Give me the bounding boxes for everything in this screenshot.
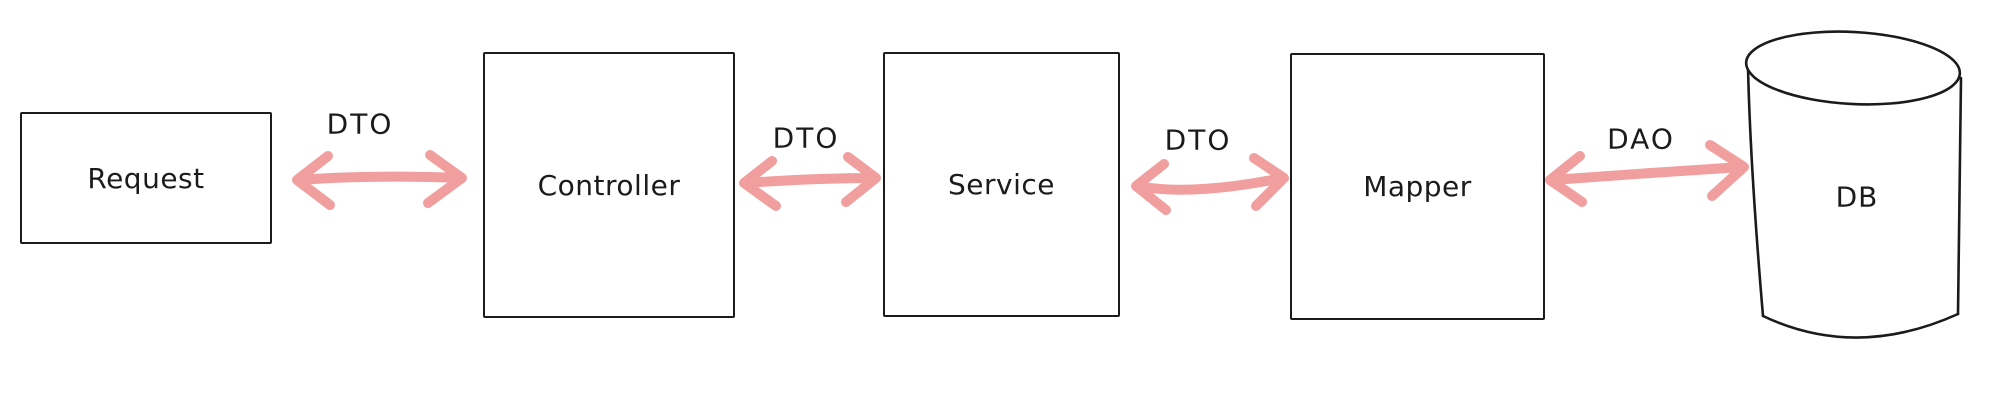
arrow-request-controller[interactable] bbox=[288, 150, 470, 210]
arrow-mapper-db[interactable] bbox=[1542, 140, 1752, 212]
node-controller[interactable]: Controller bbox=[483, 52, 735, 318]
node-controller-label: Controller bbox=[537, 168, 681, 202]
edge-label-dto-request-controller[interactable]: DTO bbox=[326, 107, 394, 141]
node-request-label: Request bbox=[87, 161, 205, 195]
node-mapper-label: Mapper bbox=[1363, 170, 1472, 203]
node-service[interactable]: Service bbox=[883, 52, 1120, 317]
node-mapper[interactable]: Mapper bbox=[1290, 53, 1545, 320]
node-service-label: Service bbox=[948, 168, 1055, 201]
arrow-service-mapper[interactable] bbox=[1128, 152, 1290, 218]
edge-label-dto-service-mapper[interactable]: DTO bbox=[1164, 123, 1232, 157]
arrow-controller-service[interactable] bbox=[736, 152, 882, 211]
edge-label-dto-controller-service[interactable]: DTO bbox=[772, 121, 840, 155]
node-request[interactable]: Request bbox=[20, 112, 272, 244]
node-db[interactable]: DB bbox=[1740, 28, 1975, 363]
database-cylinder-icon bbox=[1744, 30, 1963, 339]
edge-label-dao-mapper-db[interactable]: DAO bbox=[1607, 122, 1675, 156]
node-db-label: DB bbox=[1835, 180, 1879, 214]
